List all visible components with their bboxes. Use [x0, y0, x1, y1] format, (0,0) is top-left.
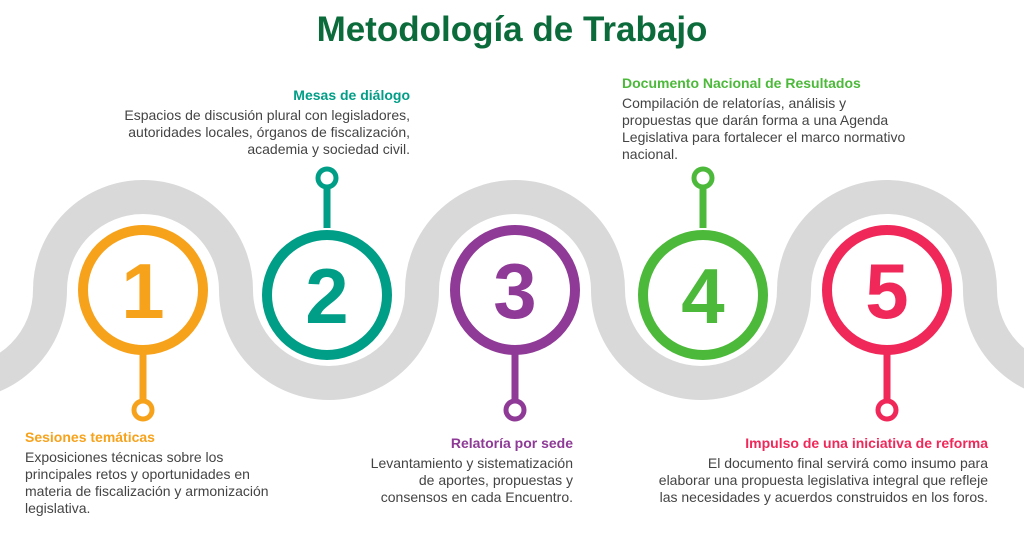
step-3-line: consensos en cada Encuentro.	[380, 489, 573, 505]
step-1-line: principales retos y oportunidades en	[25, 466, 250, 482]
step-4-number: 4	[681, 252, 724, 340]
step-5-title: Impulso de una iniciativa de reforma	[745, 435, 988, 451]
step-5-line: elaborar una propuesta legislativa integ…	[658, 472, 988, 488]
step-1-number: 1	[121, 247, 164, 335]
step-3-number: 3	[493, 247, 536, 335]
step-3-text: Relatoría por sede Levantamiento y siste…	[371, 435, 573, 506]
step-4-marker: 4	[638, 166, 768, 360]
step-3-line: Levantamiento y sistematización	[370, 455, 573, 471]
step-3-title: Relatoría por sede	[450, 435, 573, 451]
step-5-marker: 5	[822, 225, 952, 422]
step-4-line: Compilación de relatorías, análisis y	[622, 95, 847, 111]
road-path	[0, 180, 1024, 400]
step-2-line: autoridades locales, órganos de fiscaliz…	[128, 124, 410, 140]
step-4-line: Legislativa para fortalecer el marco nor…	[622, 129, 906, 145]
step-5-text: Impulso de una iniciativa de reforma El …	[659, 435, 988, 506]
step-1-line: legislativa.	[25, 500, 91, 516]
step-1-line: Exposiciones técnicas sobre los	[25, 449, 224, 465]
step-1-marker: 1	[78, 225, 208, 422]
step-2-title: Mesas de diálogo	[293, 87, 410, 103]
step-5-line: las necesidades y acuerdos construidos e…	[659, 489, 988, 505]
step-5-line: El documento final servirá como insumo p…	[707, 455, 988, 471]
step-4-text: Documento Nacional de Resultados Compila…	[622, 75, 905, 163]
page-title: Metodología de Trabajo	[316, 10, 708, 49]
step-4-title: Documento Nacional de Resultados	[622, 75, 861, 91]
step-1-title: Sesiones temáticas	[25, 429, 155, 445]
step-2-number: 2	[305, 252, 348, 340]
step-3-marker: 3	[450, 225, 580, 422]
step-2-line: academia y sociedad civil.	[247, 141, 410, 157]
step-1-line: materia de fiscalización y armonización	[25, 483, 269, 499]
step-4-line: nacional.	[622, 146, 679, 162]
step-5-number: 5	[865, 247, 908, 335]
step-2-marker: 2	[262, 166, 392, 360]
step-2-text: Mesas de diálogo Espacios de discusión p…	[124, 87, 410, 158]
step-2-line: Espacios de discusión plural con legisla…	[124, 107, 410, 123]
step-3-line: de aportes, propuestas y	[418, 472, 573, 488]
step-4-line: propuestas que darán forma a una Agenda	[622, 112, 889, 128]
step-1-text: Sesiones temáticas Exposiciones técnicas…	[25, 429, 269, 517]
